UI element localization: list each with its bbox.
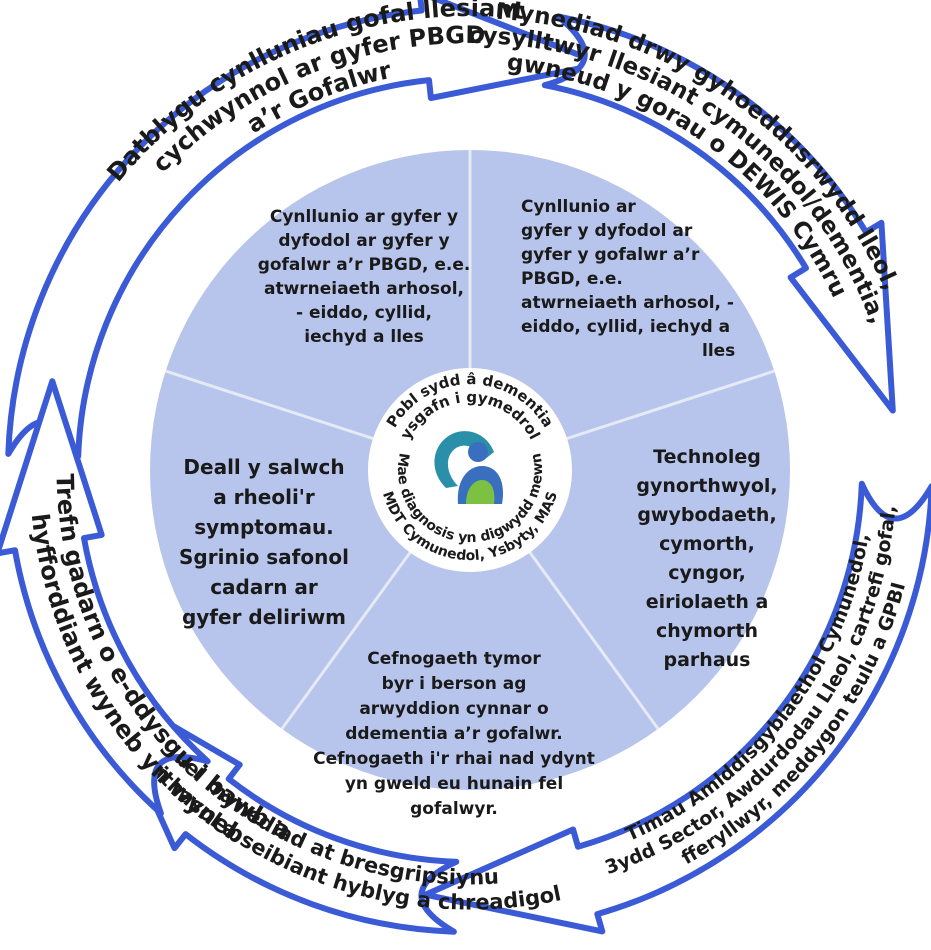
segment-text-line: Sgrinio safonol <box>179 545 349 569</box>
segment-top-left: Cynllunio ar gyfer y dyfodol ar gyfer y go… <box>258 207 471 347</box>
segment-text-line: - eiddo, cyllid, <box>296 303 432 323</box>
segment-text-line: eiriolaeth a <box>646 591 769 613</box>
segment-text-line: cymorth, <box>659 533 755 555</box>
arrow-shape <box>422 480 931 935</box>
segment-text-line: eiddo, cyllid, iechyd a <box>521 317 730 337</box>
segment-bottom: Cefnogaeth tymor byr i berson ag arwyddion… <box>313 649 595 819</box>
segment-text-line: Cefnogaeth tymor <box>367 649 541 669</box>
segment-right: Technoleg gynorthwyol, gwybodaeth, cymorth,… <box>636 446 777 671</box>
segment-text-line: gyfer y dyfodol ar <box>521 221 693 241</box>
segment-text-line: gofalwyr. <box>410 799 498 819</box>
segment-text-line: ddementia a’r gofalwr. <box>345 724 562 744</box>
segment-text-line: Deall y salwch <box>183 455 344 479</box>
segment-text-line: Cynllunio ar gyfer y <box>270 207 458 227</box>
segment-text-line: atwrneiaeth arhosol, - <box>521 293 734 313</box>
segment-text-line: dyfodol ar gyfer y <box>278 231 449 251</box>
segment-text-line: gynorthwyol, <box>636 475 777 497</box>
segment-text-line: chymorth <box>656 620 758 642</box>
logo-inner <box>466 480 495 504</box>
segment-text-line: PBGD, e.e. <box>521 269 623 289</box>
segment-text-line: atwrneiaeth arhosol, <box>264 279 464 299</box>
logo-head <box>468 442 488 462</box>
arrow-shape <box>541 13 896 414</box>
arrow-shape <box>0 378 211 817</box>
segment-text-line: Technoleg <box>653 446 761 468</box>
segment-text-line: parhaus <box>664 649 751 671</box>
segment-text-line: cadarn ar <box>210 575 318 599</box>
segment-text-line: gwybodaeth, <box>637 504 776 526</box>
segment-text-line: gyfer deliriwm <box>182 605 346 629</box>
segment-text-line: arwyddion cynnar o <box>359 699 548 719</box>
segment-text-line: gyfer y gofalwr a’r <box>521 245 700 265</box>
segment-text-line: Cynllunio ar <box>521 197 636 217</box>
segment-text-line: cyngor, <box>668 562 746 584</box>
segment-text-line: iechyd a lles <box>304 327 423 347</box>
segment-text-line: a rheoli'r <box>213 485 315 509</box>
people-logo-icon <box>434 431 504 504</box>
segment-left: Deall y salwch a rheoli'r symptomau. Sgrini… <box>179 455 349 629</box>
segment-text-line: symptomau. <box>194 515 334 539</box>
segment-top-right: Cynllunio ar gyfer y dyfodol ar gyfer y go… <box>521 197 735 361</box>
segment-text-line: yn gweld eu hunain fel <box>345 774 563 794</box>
segment-text-line: lles <box>702 341 735 361</box>
segment-text-line: gofalwr a’r PBGD, e.e. <box>258 255 471 275</box>
inner-circle-segments: Cynllunio ar gyfer y dyfodol ar gyfer y go… <box>150 150 790 819</box>
segment-text-line: Cefnogaeth i'r rhai nad ydynt <box>313 749 595 769</box>
segment-text-line: byr i berson ag <box>382 674 527 694</box>
arrow-shape <box>5 0 605 460</box>
